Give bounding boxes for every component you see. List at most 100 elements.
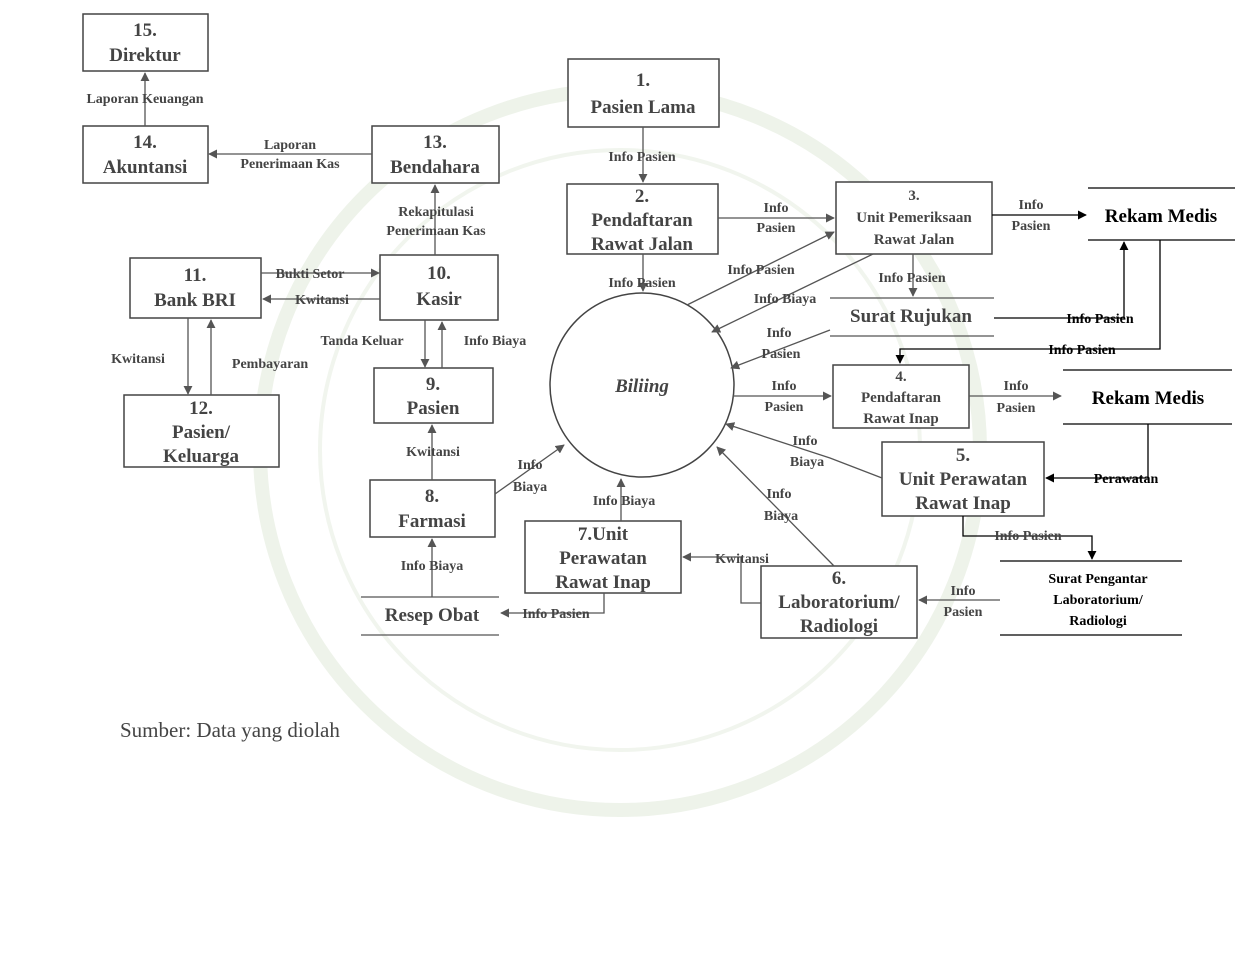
label-info-biaya-3: Info Biaya [754,292,817,307]
store-rekam-medis-1: Rekam Medis [1088,187,1235,241]
process-6-label-2: Radiologi [800,616,878,637]
label-info-pasien-sr-b-2: Pasien [762,347,801,362]
label-bukti-setor: Bukti Setor [276,267,345,282]
flow-lab-unit7 [682,552,761,604]
label-info-pasien-4-rm-2: Pasien [997,401,1036,416]
label-info-biaya-6-2: Biaya [764,509,798,524]
flow-rekammedis-unit5 [1045,424,1149,483]
label-kwitansi-bank: Kwitansi [295,293,349,308]
flow-billing-unit3 [686,231,835,306]
process-5-label-1: Unit Perawatan [899,469,1028,490]
process-14-number: 14. [133,132,157,153]
label-info-pasien-3-rm-1: Info [1019,198,1044,213]
figure-caption: Sumber: Data yang diolah [120,718,340,742]
label-info-pasien-rm-4: Info Pasien [1048,343,1116,358]
flow-lab-billing [716,446,835,567]
flow-labels: Laporan Keuangan Laporan Penerimaan Kas … [86,92,1158,622]
label-info-pasien-3-rm-2: Pasien [1012,219,1051,234]
label-info-biaya-7: Info Biaya [593,494,656,509]
process-6-laboratorium: 6. Laboratorium/ Radiologi [760,565,918,639]
process-5-label-2: Rawat Inap [915,493,1011,514]
flow-unit5-billing [725,422,883,479]
process-2-label-1: Pendaftaran [591,210,693,231]
label-tanda-keluar: Tanda Keluar [320,334,403,349]
surat-pengantar-label-1: Surat Pengantar [1048,572,1147,587]
label-info-biaya-5-2: Biaya [790,455,824,470]
label-info-biaya-resep: Info Biaya [401,559,464,574]
process-10-label: Kasir [416,289,462,310]
process-4-pendaftaran-rawat-inap: 4. Pendaftaran Rawat Inap [832,364,970,429]
store-resep-obat: Resep Obat [361,596,499,636]
process-3-number: 3. [908,188,920,204]
process-11-label: Bank BRI [154,290,236,311]
resep-obat-label: Resep Obat [385,605,480,626]
flow-lines [140,72,1161,618]
label-info-pasien-sp-6-1: Info [951,584,976,599]
rekam-medis-label-1: Rekam Medis [1105,206,1217,227]
process-12-pasien-keluarga: 12. Pasien/ Keluarga [123,394,280,468]
flow-unit5-suratpengantar [962,516,1097,560]
label-info-pasien-b-4-2: Pasien [765,400,804,415]
billing-circle: Biliing [549,292,735,478]
process-13-bendahara: 13. Bendahara [371,125,500,184]
label-laporan-2: Penerimaan Kas [240,157,340,172]
process-1-number: 1. [636,70,650,91]
process-5-unit-perawatan: 5. Unit Perawatan Rawat Inap [881,441,1045,517]
process-6-label-1: Laboratorium/ [778,592,900,613]
process-7-label-2: Rawat Inap [555,572,651,593]
label-info-pasien-resep: Info Pasien [522,607,590,622]
flow-unit3-billing [711,253,874,333]
label-info-pasien-b-4-1: Info [772,379,797,394]
process-10-number: 10. [427,263,451,284]
process-4-label-1: Pendaftaran [861,390,942,406]
label-info-biaya-farmasi-2: Biaya [513,480,547,495]
label-kwitansi-pasien: Kwitansi [406,445,460,460]
label-info-pasien-sp-6-2: Pasien [944,605,983,620]
process-4-label-2: Rawat Inap [863,411,938,427]
store-surat-pengantar: Surat Pengantar Laboratorium/ Radiologi [1000,560,1182,636]
flow-suratrujukan-rekammedis [994,241,1129,319]
rekam-medis-label-2: Rekam Medis [1092,388,1204,409]
label-laporan-keuangan: Laporan Keuangan [86,92,203,107]
flow-farmasi-billing [494,444,565,495]
process-4-number: 4. [895,369,907,385]
process-3-label-2: Rawat Jalan [874,232,955,248]
surat-rujukan-label: Surat Rujukan [850,306,972,327]
process-9-pasien: 9. Pasien [373,367,494,424]
process-9-number: 9. [426,374,440,395]
label-info-pasien-5-sp: Info Pasien [994,529,1062,544]
store-rekam-medis-2: Rekam Medis [1063,369,1232,425]
process-5-number: 5. [956,445,970,466]
process-9-label: Pasien [407,398,460,419]
surat-pengantar-label-3: Radiologi [1069,614,1127,629]
process-6-number: 6. [832,568,846,589]
process-15-direktur: 15. Direktur [82,13,209,72]
process-15-label: Direktur [109,45,181,66]
label-info-pasien-4-rm-1: Info [1004,379,1029,394]
process-1-pasien-lama: 1. Pasien Lama [567,58,720,128]
process-12-number: 12. [189,398,213,419]
store-surat-rujukan: Surat Rujukan [830,297,994,337]
process-13-number: 13. [423,132,447,153]
process-13-label: Bendahara [390,157,480,178]
label-info-biaya-6-1: Info [767,487,792,502]
label-kwitansi-12: Kwitansi [111,352,165,367]
process-8-farmasi: 8. Farmasi [369,479,496,538]
label-laporan-1: Laporan [264,138,316,153]
process-8-label: Farmasi [398,511,466,532]
process-14-label: Akuntansi [103,157,188,178]
process-11-number: 11. [184,265,207,286]
label-info-pasien-2-3-2: Pasien [757,221,796,236]
label-info-biaya-kasir: Info Biaya [464,334,527,349]
process-12-label-1: Pasien/ [172,422,231,443]
label-info-pasien-2-b: Info Pasien [608,276,676,291]
process-12-label-2: Keluarga [163,446,239,467]
label-perawatan: Perawatan [1094,472,1159,487]
flow-unit7-resep [500,593,605,618]
process-7-label-1: Perawatan [559,548,647,569]
process-3-label-1: Unit Pemeriksaan [856,210,972,226]
process-14-akuntansi: 14. Akuntansi [82,125,209,184]
process-3-unit-pemeriksaan: 3. Unit Pemeriksaan Rawat Jalan [835,181,993,255]
